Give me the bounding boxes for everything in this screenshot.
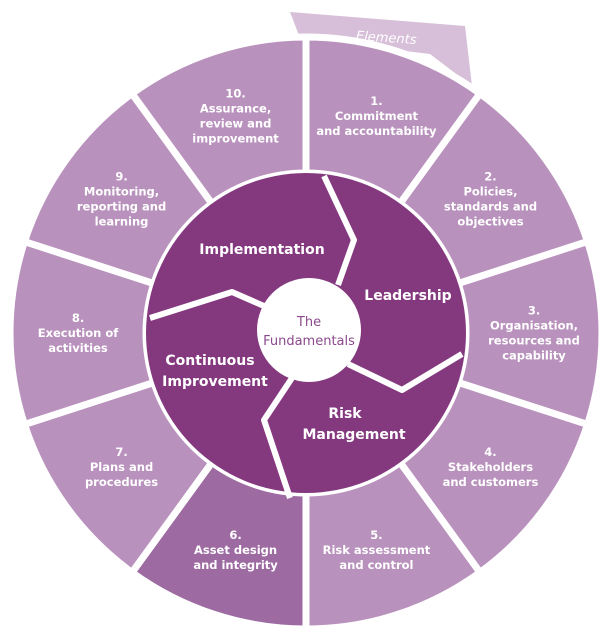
divider-risk-improvement: [261, 370, 299, 499]
element-label-line: and control: [339, 558, 413, 572]
element-label-line: Assurance,: [200, 102, 271, 116]
elements-banner-shape: [290, 12, 472, 86]
element-label-line: standards and: [444, 199, 537, 213]
divider-improvement-implementation: [149, 289, 266, 321]
center-circle: [257, 278, 361, 382]
element-label-line: review and: [200, 117, 272, 131]
element-label-line: Policies,: [463, 184, 517, 198]
quadrant-risk-management-label-2: Management: [302, 427, 405, 443]
element-label-line: 10.: [225, 87, 245, 101]
element-label-line: capability: [502, 349, 566, 363]
quadrant-continuous-improvement-label-2: Improvement: [162, 374, 268, 390]
element-label-line: reporting and: [77, 199, 166, 213]
element-label-line: objectives: [457, 214, 523, 228]
element-label-line: and accountability: [316, 124, 437, 138]
element-label-line: Organisation,: [490, 319, 578, 333]
element-label-line: 1.: [370, 94, 382, 108]
element-label-line: Monitoring,: [84, 184, 159, 198]
quadrant-risk-management-label-1: Risk: [328, 406, 362, 422]
element-label-line: Asset design: [194, 543, 277, 557]
element-label-line: Stakeholders: [448, 460, 533, 474]
element-label-line: and integrity: [193, 558, 278, 572]
quadrant-implementation-label: Implementation: [199, 242, 324, 258]
divider-implementation-leadership: [321, 174, 357, 287]
element-label-line: 9.: [115, 169, 127, 183]
element-label-line: improvement: [192, 132, 279, 146]
element-label-line: 8.: [72, 311, 84, 325]
quadrant-leadership-label: Leadership: [364, 288, 451, 304]
element-label-line: activities: [48, 341, 108, 355]
element-label-line: 3.: [528, 304, 540, 318]
element-label-line: resources and: [488, 334, 580, 348]
center-label-line-1: The: [296, 315, 321, 330]
element-label-line: 6.: [229, 528, 241, 542]
element-label-line: learning: [95, 214, 149, 228]
element-label-line: Plans and: [90, 460, 153, 474]
element-label-line: 2.: [484, 169, 496, 183]
element-label-line: and customers: [443, 475, 539, 489]
element-label-line: 5.: [370, 528, 382, 542]
element-label-line: procedures: [85, 475, 158, 489]
center-label-line-2: Fundamentals: [263, 334, 355, 349]
element-label-line: 7.: [115, 445, 127, 459]
fundamentals-disk: Implementation Leadership Risk Managemen…: [146, 173, 466, 499]
divider-leadership-risk: [346, 351, 464, 393]
quadrant-continuous-improvement-label-1: Continuous: [165, 353, 254, 369]
element-label-line: Risk assessment: [323, 543, 431, 557]
element-label-line: 4.: [484, 445, 496, 459]
element-label-line: Execution of: [38, 326, 120, 340]
element-label-line: Commitment: [335, 109, 419, 123]
